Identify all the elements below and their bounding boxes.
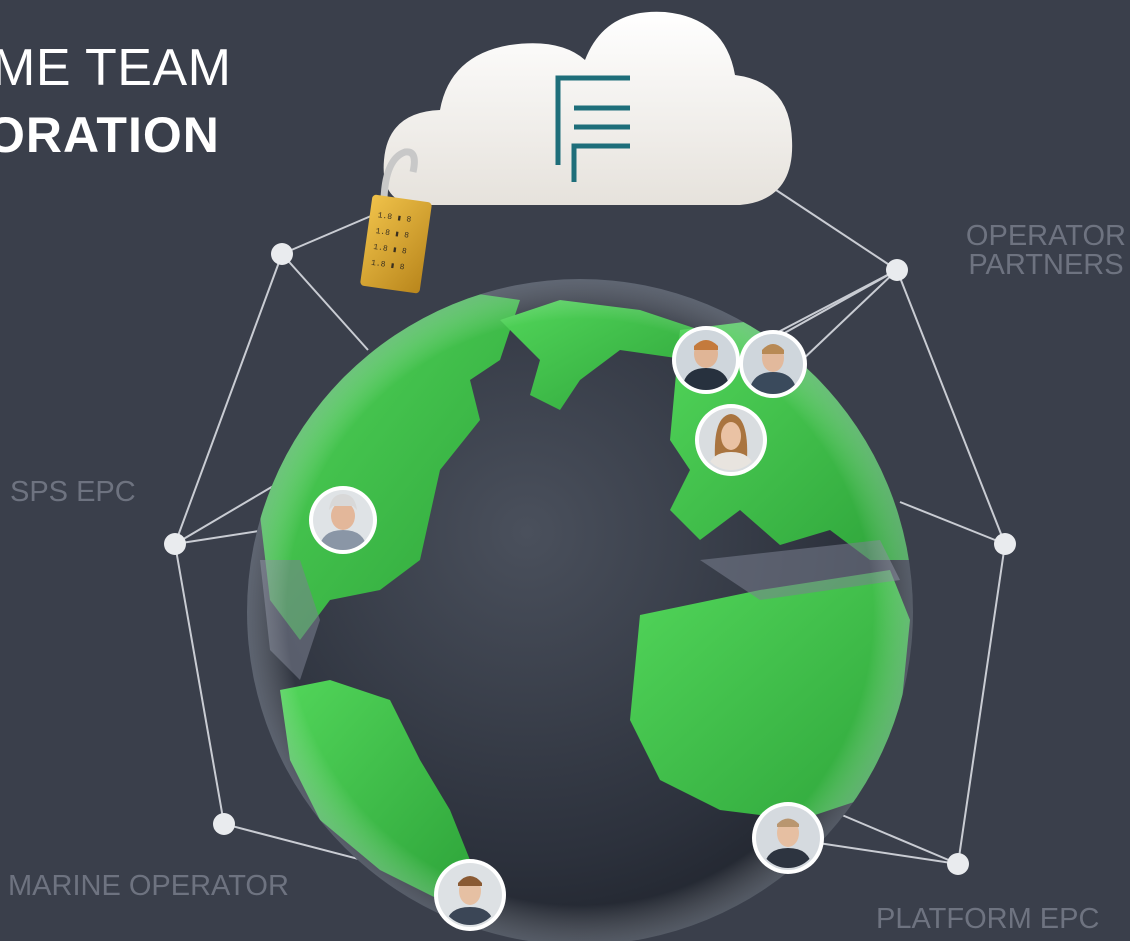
f-logo-icon [555, 75, 630, 182]
node-top-left [271, 243, 293, 265]
person-avatar-icon [752, 802, 824, 874]
label-platform-epc: PLATFORM EPC [876, 903, 1100, 935]
label-marine-operator: MARINE OPERATOR [8, 870, 289, 902]
title-line-1: ME TEAM [0, 39, 232, 97]
person-avatar-icon [434, 859, 506, 931]
node-bottom-left [213, 813, 235, 835]
person-avatar-icon [309, 486, 377, 554]
avatars [309, 326, 824, 931]
network-nodes [164, 243, 1016, 875]
label-sps-epc: SPS EPC [10, 476, 136, 508]
person-avatar-icon [739, 330, 807, 398]
person-avatar-icon [672, 326, 740, 394]
title-line-2: ORATION [0, 107, 220, 163]
node-top-right [886, 259, 908, 281]
label-operator-line1: OPERATOR [965, 220, 1126, 252]
padlock-icon: 1.8 ▮ 8 1.8 ▮ 8 1.8 ▮ 8 1.8 ▮ 8 [360, 148, 432, 294]
label-operator-line2: PARTNERS [968, 249, 1124, 281]
node-bottom-right [947, 853, 969, 875]
node-right [994, 533, 1016, 555]
person-avatar-icon [695, 404, 767, 476]
label-operator-partners: OPERATOR PARTNERS [966, 222, 1126, 280]
node-left [164, 533, 186, 555]
